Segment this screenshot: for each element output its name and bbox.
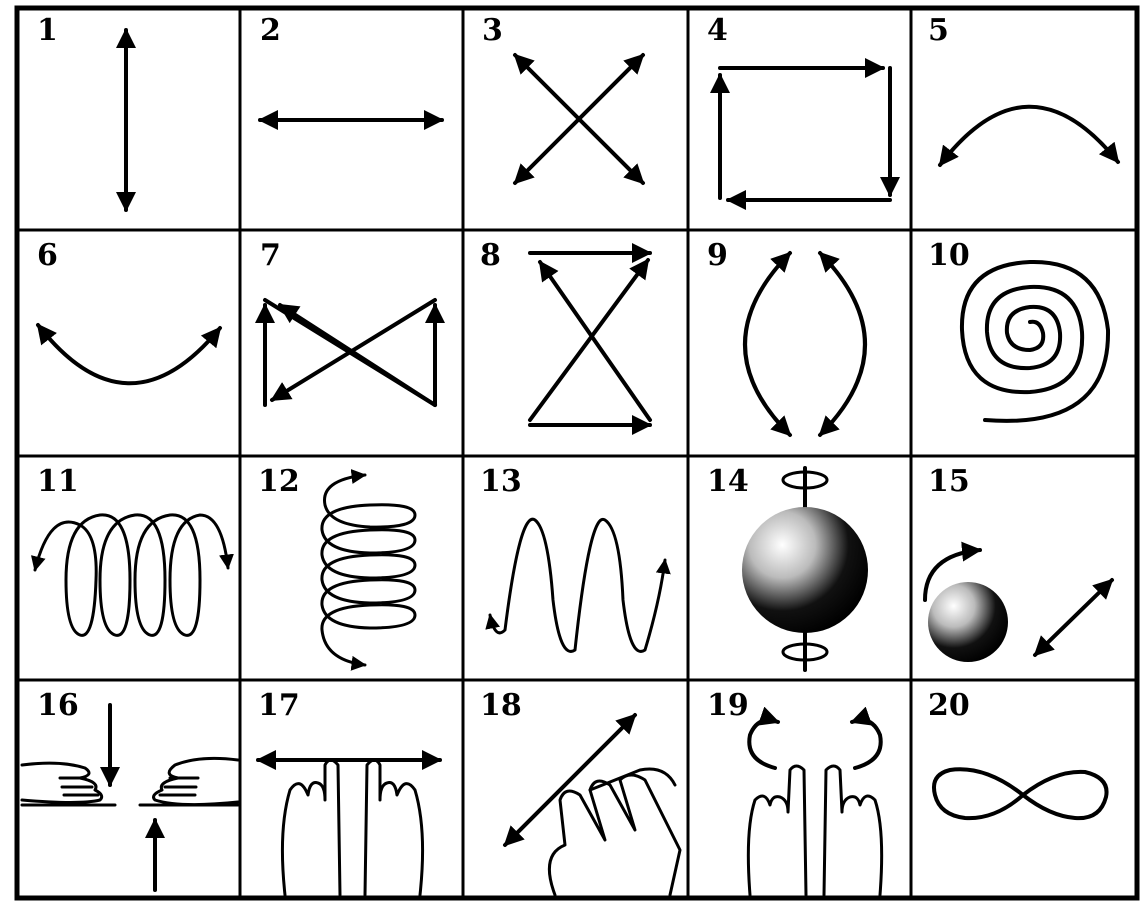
arc-down-arrows-icon: [38, 325, 220, 383]
hands-vertical-press-icon: [22, 705, 238, 890]
cell-number: 8: [480, 238, 501, 273]
vertical-hourglass-arrows-icon: [530, 253, 650, 425]
cell-number: 12: [258, 464, 300, 499]
cell-number: 13: [480, 464, 522, 499]
cell-number: 5: [928, 13, 949, 48]
cell-number: 3: [482, 13, 503, 48]
infinity-loop-icon: [934, 769, 1107, 818]
wave-arrows-icon: [490, 519, 665, 651]
sphere-rotation-axis-icon: [742, 468, 868, 670]
cell-number: 17: [258, 688, 300, 723]
cell-number: 19: [707, 688, 749, 723]
hands-circular-fingers-icon: [748, 720, 881, 895]
vertical-spring-icon: [322, 475, 415, 665]
cell-number: 7: [260, 238, 281, 273]
spiral-icon: [962, 262, 1108, 421]
diagonal-cross-arrows-icon: [515, 55, 643, 183]
rectangle-loop-icon: [720, 68, 890, 200]
hands-horizontal-spread-icon: [258, 760, 440, 895]
oval-split-arrows-icon: [745, 253, 865, 435]
ball-rotate-translate-icon: [925, 550, 1112, 662]
grid-frame: [17, 8, 1137, 898]
cell-number: 4: [707, 13, 728, 48]
cell-number: 9: [707, 238, 728, 273]
horizontal-coil-icon: [35, 515, 228, 636]
horizontal-figure-eight-arrows-icon: [265, 300, 435, 405]
cell-number: 2: [260, 13, 281, 48]
cell-number: 20: [928, 688, 970, 723]
grid-lines: [17, 8, 1137, 898]
cell-number: 15: [928, 464, 970, 499]
cell-number: 1: [37, 13, 58, 48]
cell-number: 14: [707, 464, 749, 499]
cell-number: 16: [37, 688, 79, 723]
cell-number: 6: [37, 238, 58, 273]
cell-number: 11: [37, 464, 79, 499]
arc-up-arrows-icon: [940, 107, 1118, 165]
cell-number: 10: [928, 238, 970, 273]
cell-number: 18: [480, 688, 522, 723]
hand-diagonal-slide-icon: [505, 715, 680, 895]
